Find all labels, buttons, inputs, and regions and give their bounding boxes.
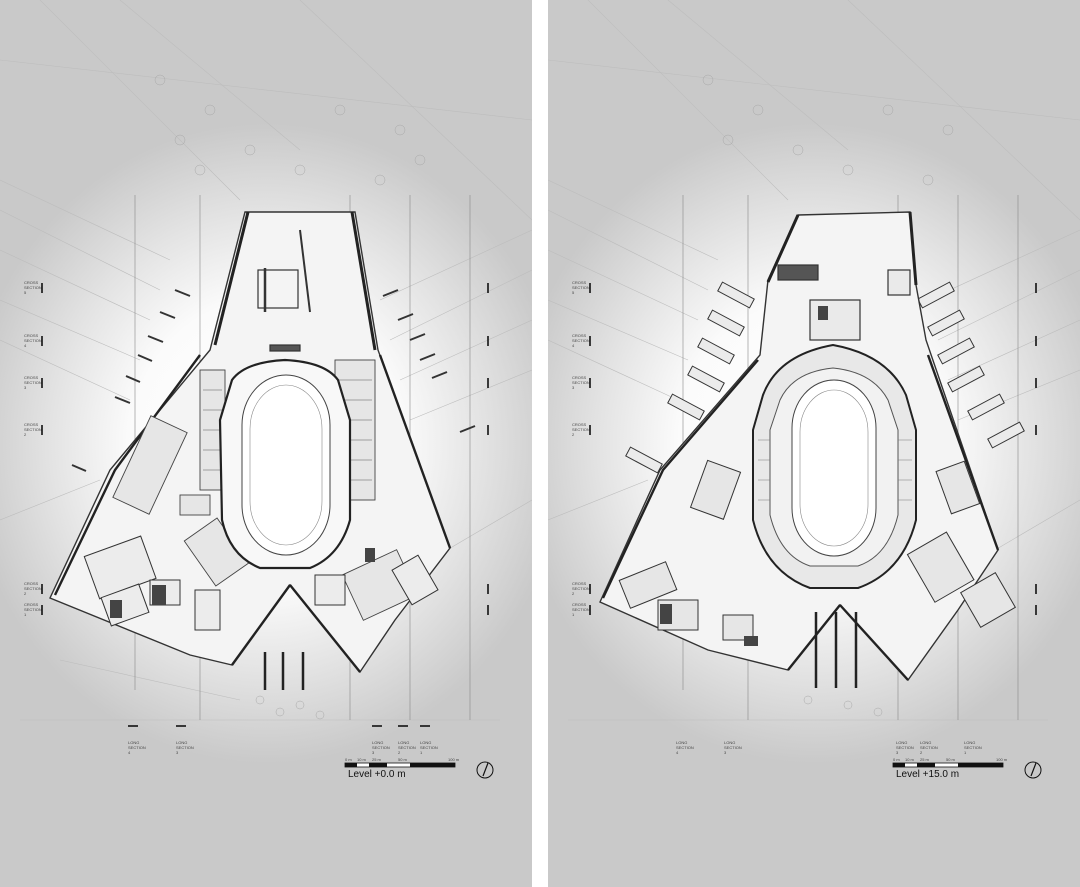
long-section-label: LONG SECTION 3 [176,740,194,755]
scale-tick-4: 100 m [448,757,460,762]
long-section-label: LONG SECTION 4 [128,740,146,755]
site-context-lines [548,0,1080,721]
parking-bars-left [71,289,191,472]
cross-section-label: CROSS SECTION 2 [572,422,590,437]
cross-section-label: CROSS SECTION 4 [572,333,590,348]
cross-section-label: CROSS SECTION 2 [572,581,590,596]
scale-tick-1: 10 m [357,757,366,762]
long-section-label: LONG SECTION 3 [724,740,742,755]
scale-bar [344,762,456,768]
section-markers [41,283,489,727]
long-section-label: LONG SECTION 2 [398,740,416,755]
scale-tick-0: 0 m [893,757,900,762]
long-section-label: LONG SECTION 1 [964,740,982,755]
cross-section-label: CROSS SECTION 5 [572,280,590,295]
tree-canopy-lines [154,74,426,720]
scale-tick-4: 100 m [996,757,1008,762]
south-piers [263,652,305,690]
lower-rooms [618,459,1017,641]
dark-cores [110,548,375,618]
plan-sheet-level-0: 0 m 10 m 25 m 50 m 100 m Level +0.0 m CR… [0,0,532,887]
scale-tick-0: 0 m [345,757,352,762]
cross-section-label: CROSS SECTION 1 [572,602,590,617]
south-piers [814,612,858,688]
cross-section-label: CROSS SECTION 3 [24,375,42,390]
north-arrow-icon [476,761,494,779]
entry-pavilion [257,229,311,352]
long-section-label: LONG SECTION 1 [420,740,438,755]
wing-rooms-left [625,281,755,474]
long-section-label: LONG SECTION 3 [896,740,914,755]
site-context-lines [0,0,532,721]
level-label: Level +0.0 m [348,769,406,780]
cross-section-label: CROSS SECTION 2 [24,581,42,596]
scale-tick-2: 25 m [372,757,381,762]
cross-section-label: CROSS SECTION 1 [24,602,42,617]
cross-section-label: CROSS SECTION 5 [24,280,42,295]
arena-field [218,358,352,570]
cross-section-label: CROSS SECTION 3 [572,375,590,390]
parking-bars-right [382,289,476,433]
plan-sheet-level-15: 0 m 10 m 25 m 50 m 100 m Level +15.0 m C… [548,0,1080,887]
cross-section-label: CROSS SECTION 4 [24,333,42,348]
arena-field [752,343,917,589]
dark-cores [660,306,828,646]
scale-tick-2: 25 m [920,757,929,762]
long-section-label: LONG SECTION 2 [920,740,938,755]
long-section-label: LONG SECTION 3 [372,740,390,755]
floor-plan-drawing [0,0,532,779]
scale-tick-1: 10 m [905,757,914,762]
scale-tick-3: 50 m [398,757,407,762]
north-arrow-icon [1024,761,1042,779]
long-section-label: LONG SECTION 4 [676,740,694,755]
section-markers [589,283,1037,615]
scale-tick-3: 50 m [946,757,955,762]
tree-canopy-lines [702,74,954,717]
wing-rooms-right [917,281,1025,449]
level-label: Level +15.0 m [896,769,960,780]
scale-bar [892,762,1004,768]
cross-section-label: CROSS SECTION 2 [24,422,42,437]
stand-rows [758,439,912,501]
floor-plan-drawing [548,0,1080,779]
